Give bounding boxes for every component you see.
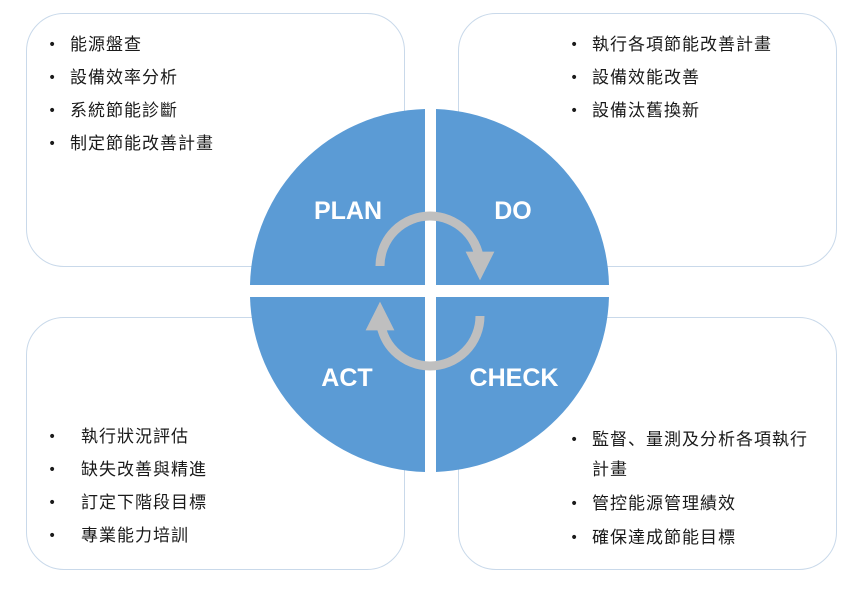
check-item-list: 監督、量測及分析各項執行計畫 管控能源管理績效 確保達成節能目標 bbox=[570, 425, 820, 557]
check-label: CHECK bbox=[470, 364, 559, 392]
act-item: 專業能力培訓 bbox=[48, 520, 207, 553]
act-item: 訂定下階段目標 bbox=[48, 487, 207, 520]
plan-item: 能源盤查 bbox=[48, 29, 214, 62]
do-item: 設備效能改善 bbox=[570, 62, 772, 95]
do-item: 設備汰舊換新 bbox=[570, 95, 772, 128]
plan-quadrant bbox=[250, 109, 425, 285]
cycle-arrow-top bbox=[375, 211, 495, 281]
cycle-arrow-bottom bbox=[365, 301, 485, 371]
plan-item: 制定節能改善計畫 bbox=[48, 128, 214, 161]
plan-label: PLAN bbox=[314, 197, 382, 225]
act-item: 執行狀況評估 bbox=[48, 421, 207, 454]
act-label: ACT bbox=[321, 364, 372, 392]
do-quadrant bbox=[436, 109, 609, 285]
check-item: 管控能源管理績效 bbox=[570, 489, 820, 519]
do-label: DO bbox=[494, 197, 532, 225]
check-item: 確保達成節能目標 bbox=[570, 523, 820, 553]
act-item: 缺失改善與精進 bbox=[48, 454, 207, 487]
plan-item: 系統節能診斷 bbox=[48, 95, 214, 128]
act-item-list: 執行狀況評估 缺失改善與精進 訂定下階段目標 專業能力培訓 bbox=[48, 421, 207, 553]
do-item: 執行各項節能改善計畫 bbox=[570, 29, 772, 62]
do-item-list: 執行各項節能改善計畫 設備效能改善 設備汰舊換新 bbox=[570, 29, 772, 128]
plan-item: 設備效率分析 bbox=[48, 62, 214, 95]
check-quadrant bbox=[436, 297, 609, 472]
act-quadrant bbox=[250, 297, 425, 472]
check-item: 監督、量測及分析各項執行計畫 bbox=[570, 425, 820, 485]
plan-item-list: 能源盤查 設備效率分析 系統節能診斷 制定節能改善計畫 bbox=[48, 29, 214, 161]
